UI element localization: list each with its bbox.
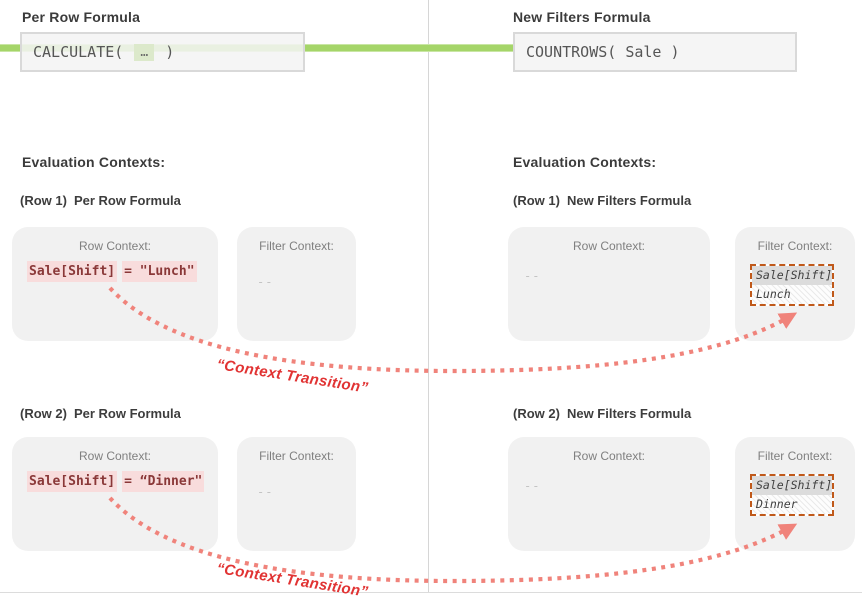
row2-right-row-context-card: Row Context: -- bbox=[508, 437, 710, 551]
formula-lhs: Sale[Shift] bbox=[27, 471, 118, 492]
countrows-formula-box: COUNTROWS( Sale ) bbox=[513, 32, 797, 72]
row2-left-title: Per Row Formula bbox=[73, 406, 181, 421]
formula-text: COUNTROWS( Sale ) bbox=[526, 43, 680, 61]
formula-pre: CALCULATE( bbox=[33, 43, 133, 61]
row2-left-heading: (Row 2) Per Row Formula bbox=[20, 406, 181, 421]
right-eval-heading: Evaluation Contexts: bbox=[513, 154, 657, 170]
formula-lhs: Sale[Shift] bbox=[27, 261, 118, 282]
row2-left-row-context-card: Row Context: Sale[Shift]= “Dinner" bbox=[12, 437, 218, 551]
row2-row-context-formula: Sale[Shift]= “Dinner" bbox=[27, 471, 205, 492]
bottom-divider bbox=[0, 592, 862, 593]
row1-right-num: (Row 1) bbox=[513, 193, 560, 208]
left-eval-heading: Evaluation Contexts: bbox=[22, 154, 166, 170]
formula-rhs: = “Dinner" bbox=[122, 471, 205, 492]
row1-filter-table: Sale[Shift] Lunch bbox=[750, 264, 834, 306]
row-context-label: Row Context: bbox=[78, 449, 152, 463]
filter-table-value: Lunch bbox=[752, 285, 832, 304]
row1-left-heading: (Row 1) Per Row Formula bbox=[20, 193, 181, 208]
row2-left-num: (Row 2) bbox=[20, 406, 67, 421]
row1-left-title: Per Row Formula bbox=[73, 193, 181, 208]
filter-table-value: Dinner bbox=[752, 495, 832, 514]
row1-left-num: (Row 1) bbox=[20, 193, 67, 208]
row1-right-filter-context-card: Filter Context: Sale[Shift] Lunch bbox=[735, 227, 855, 341]
filter-table-header: Sale[Shift] bbox=[752, 266, 832, 285]
filter-table-header: Sale[Shift] bbox=[752, 476, 832, 495]
formula-rhs: = "Lunch" bbox=[122, 261, 197, 282]
row2-right-filter-context-card: Filter Context: Sale[Shift] Dinner bbox=[735, 437, 855, 551]
row2-right-heading: (Row 2) New Filters Formula bbox=[513, 406, 691, 421]
filter-context-label: Filter Context: bbox=[757, 239, 833, 253]
empty-value: -- bbox=[524, 479, 541, 493]
row1-left-row-context-card: Row Context: Sale[Shift]= "Lunch" bbox=[12, 227, 218, 341]
row2-left-filter-context-card: Filter Context: -- bbox=[237, 437, 356, 551]
filter-context-label: Filter Context: bbox=[259, 239, 334, 253]
row2-filter-table: Sale[Shift] Dinner bbox=[750, 474, 834, 516]
formula-post: ) bbox=[156, 43, 175, 61]
row1-left-filter-context-card: Filter Context: -- bbox=[237, 227, 356, 341]
context-transition-label-row2: “Context Transition” bbox=[215, 560, 370, 601]
formula-ellipsis-chip: … bbox=[134, 43, 155, 61]
calculate-formula-box: CALCULATE( … ) bbox=[20, 32, 305, 72]
row-context-label: Row Context: bbox=[572, 449, 646, 463]
empty-value: -- bbox=[524, 269, 541, 283]
empty-value: -- bbox=[257, 485, 274, 499]
context-transition-label-row1: “Context Transition” bbox=[215, 356, 370, 397]
right-panel-title: New Filters Formula bbox=[513, 9, 651, 25]
row1-right-row-context-card: Row Context: -- bbox=[508, 227, 710, 341]
filter-context-label: Filter Context: bbox=[757, 449, 833, 463]
vertical-divider bbox=[428, 0, 429, 592]
row1-right-heading: (Row 1) New Filters Formula bbox=[513, 193, 691, 208]
filter-context-label: Filter Context: bbox=[259, 449, 334, 463]
empty-value: -- bbox=[257, 275, 274, 289]
left-panel-title: Per Row Formula bbox=[22, 9, 141, 25]
row1-right-title: New Filters Formula bbox=[566, 193, 692, 208]
row1-row-context-formula: Sale[Shift]= "Lunch" bbox=[27, 261, 197, 282]
row-context-label: Row Context: bbox=[78, 239, 152, 253]
row-context-label: Row Context: bbox=[572, 239, 646, 253]
row2-right-title: New Filters Formula bbox=[566, 406, 692, 421]
row2-right-num: (Row 2) bbox=[513, 406, 560, 421]
